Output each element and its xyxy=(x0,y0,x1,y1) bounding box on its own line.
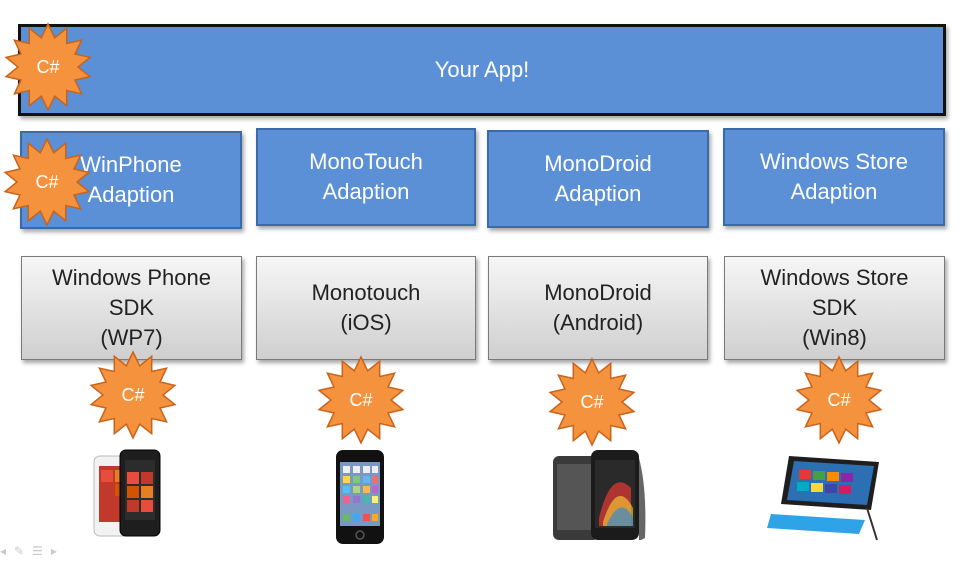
csharp-badge-app: C# xyxy=(3,22,93,112)
adaption-line: Windows Store xyxy=(760,149,908,174)
sdk-line: (WP7) xyxy=(100,325,163,350)
adaption-box-monodroid: MonoDroid Adaption xyxy=(487,130,709,228)
sdk-line: Monotouch xyxy=(311,280,421,305)
badge-label: C# xyxy=(121,384,145,405)
sdk-line: SDK xyxy=(108,295,155,320)
adaption-line: MonoDroid xyxy=(544,151,652,176)
starburst-shape xyxy=(317,355,405,445)
your-app-label: Your App! xyxy=(434,57,530,82)
arrow-right-icon[interactable]: ▸ xyxy=(50,544,57,558)
csharp-badge-wp7: C# xyxy=(88,350,178,440)
badge-label: C# xyxy=(580,391,604,412)
badge-label: C# xyxy=(35,171,59,192)
iphone-icon xyxy=(336,450,384,544)
sdk-line: (Win8) xyxy=(802,325,867,350)
starburst-shape xyxy=(89,350,177,440)
your-app-box: Your App! xyxy=(18,24,946,116)
android-phone-icon xyxy=(553,450,646,540)
csharp-badge-ios: C# xyxy=(316,355,406,445)
adaption-line: Adaption xyxy=(790,179,878,204)
sdk-box-monodroid: MonoDroid (Android) xyxy=(488,256,708,360)
sdk-line: (iOS) xyxy=(340,310,392,335)
badge-label: C# xyxy=(349,389,373,410)
badge-label: C# xyxy=(36,56,60,77)
surface-tablet-icon xyxy=(767,456,879,541)
sdk-line: SDK xyxy=(811,295,858,320)
sdk-line: Windows Store xyxy=(760,265,909,290)
adaption-line: Adaption xyxy=(554,181,642,206)
windows-phone-icon xyxy=(93,449,161,537)
starburst-shape xyxy=(3,137,91,227)
adaption-line: Adaption xyxy=(322,179,410,204)
adaption-line: WinPhone xyxy=(80,152,182,177)
sdk-box-monotouch: Monotouch (iOS) xyxy=(256,256,476,360)
adaption-line: MonoTouch xyxy=(309,149,423,174)
starburst-shape xyxy=(4,22,92,112)
slide-toolbar: ◂ ✎ ☰ ▸ xyxy=(0,544,57,562)
menu-icon[interactable]: ☰ xyxy=(32,544,43,558)
sdk-line: Windows Phone xyxy=(52,265,211,290)
csharp-badge-winphone: C# xyxy=(2,137,92,227)
starburst-shape xyxy=(548,357,636,447)
adaption-box-windows-store: Windows Store Adaption xyxy=(723,128,945,226)
starburst-shape xyxy=(795,355,883,445)
sdk-line: MonoDroid xyxy=(544,280,652,305)
pen-icon[interactable]: ✎ xyxy=(14,544,25,558)
csharp-badge-win8: C# xyxy=(794,355,884,445)
csharp-badge-android: C# xyxy=(547,357,637,447)
sdk-box-windows-store: Windows Store SDK (Win8) xyxy=(724,256,945,360)
adaption-box-monotouch: MonoTouch Adaption xyxy=(256,128,476,226)
arrow-left-icon[interactable]: ◂ xyxy=(0,544,7,558)
badge-label: C# xyxy=(827,389,851,410)
sdk-line: (Android) xyxy=(552,310,644,335)
sdk-box-windows-phone: Windows Phone SDK (WP7) xyxy=(21,256,242,360)
adaption-line: Adaption xyxy=(87,182,175,207)
